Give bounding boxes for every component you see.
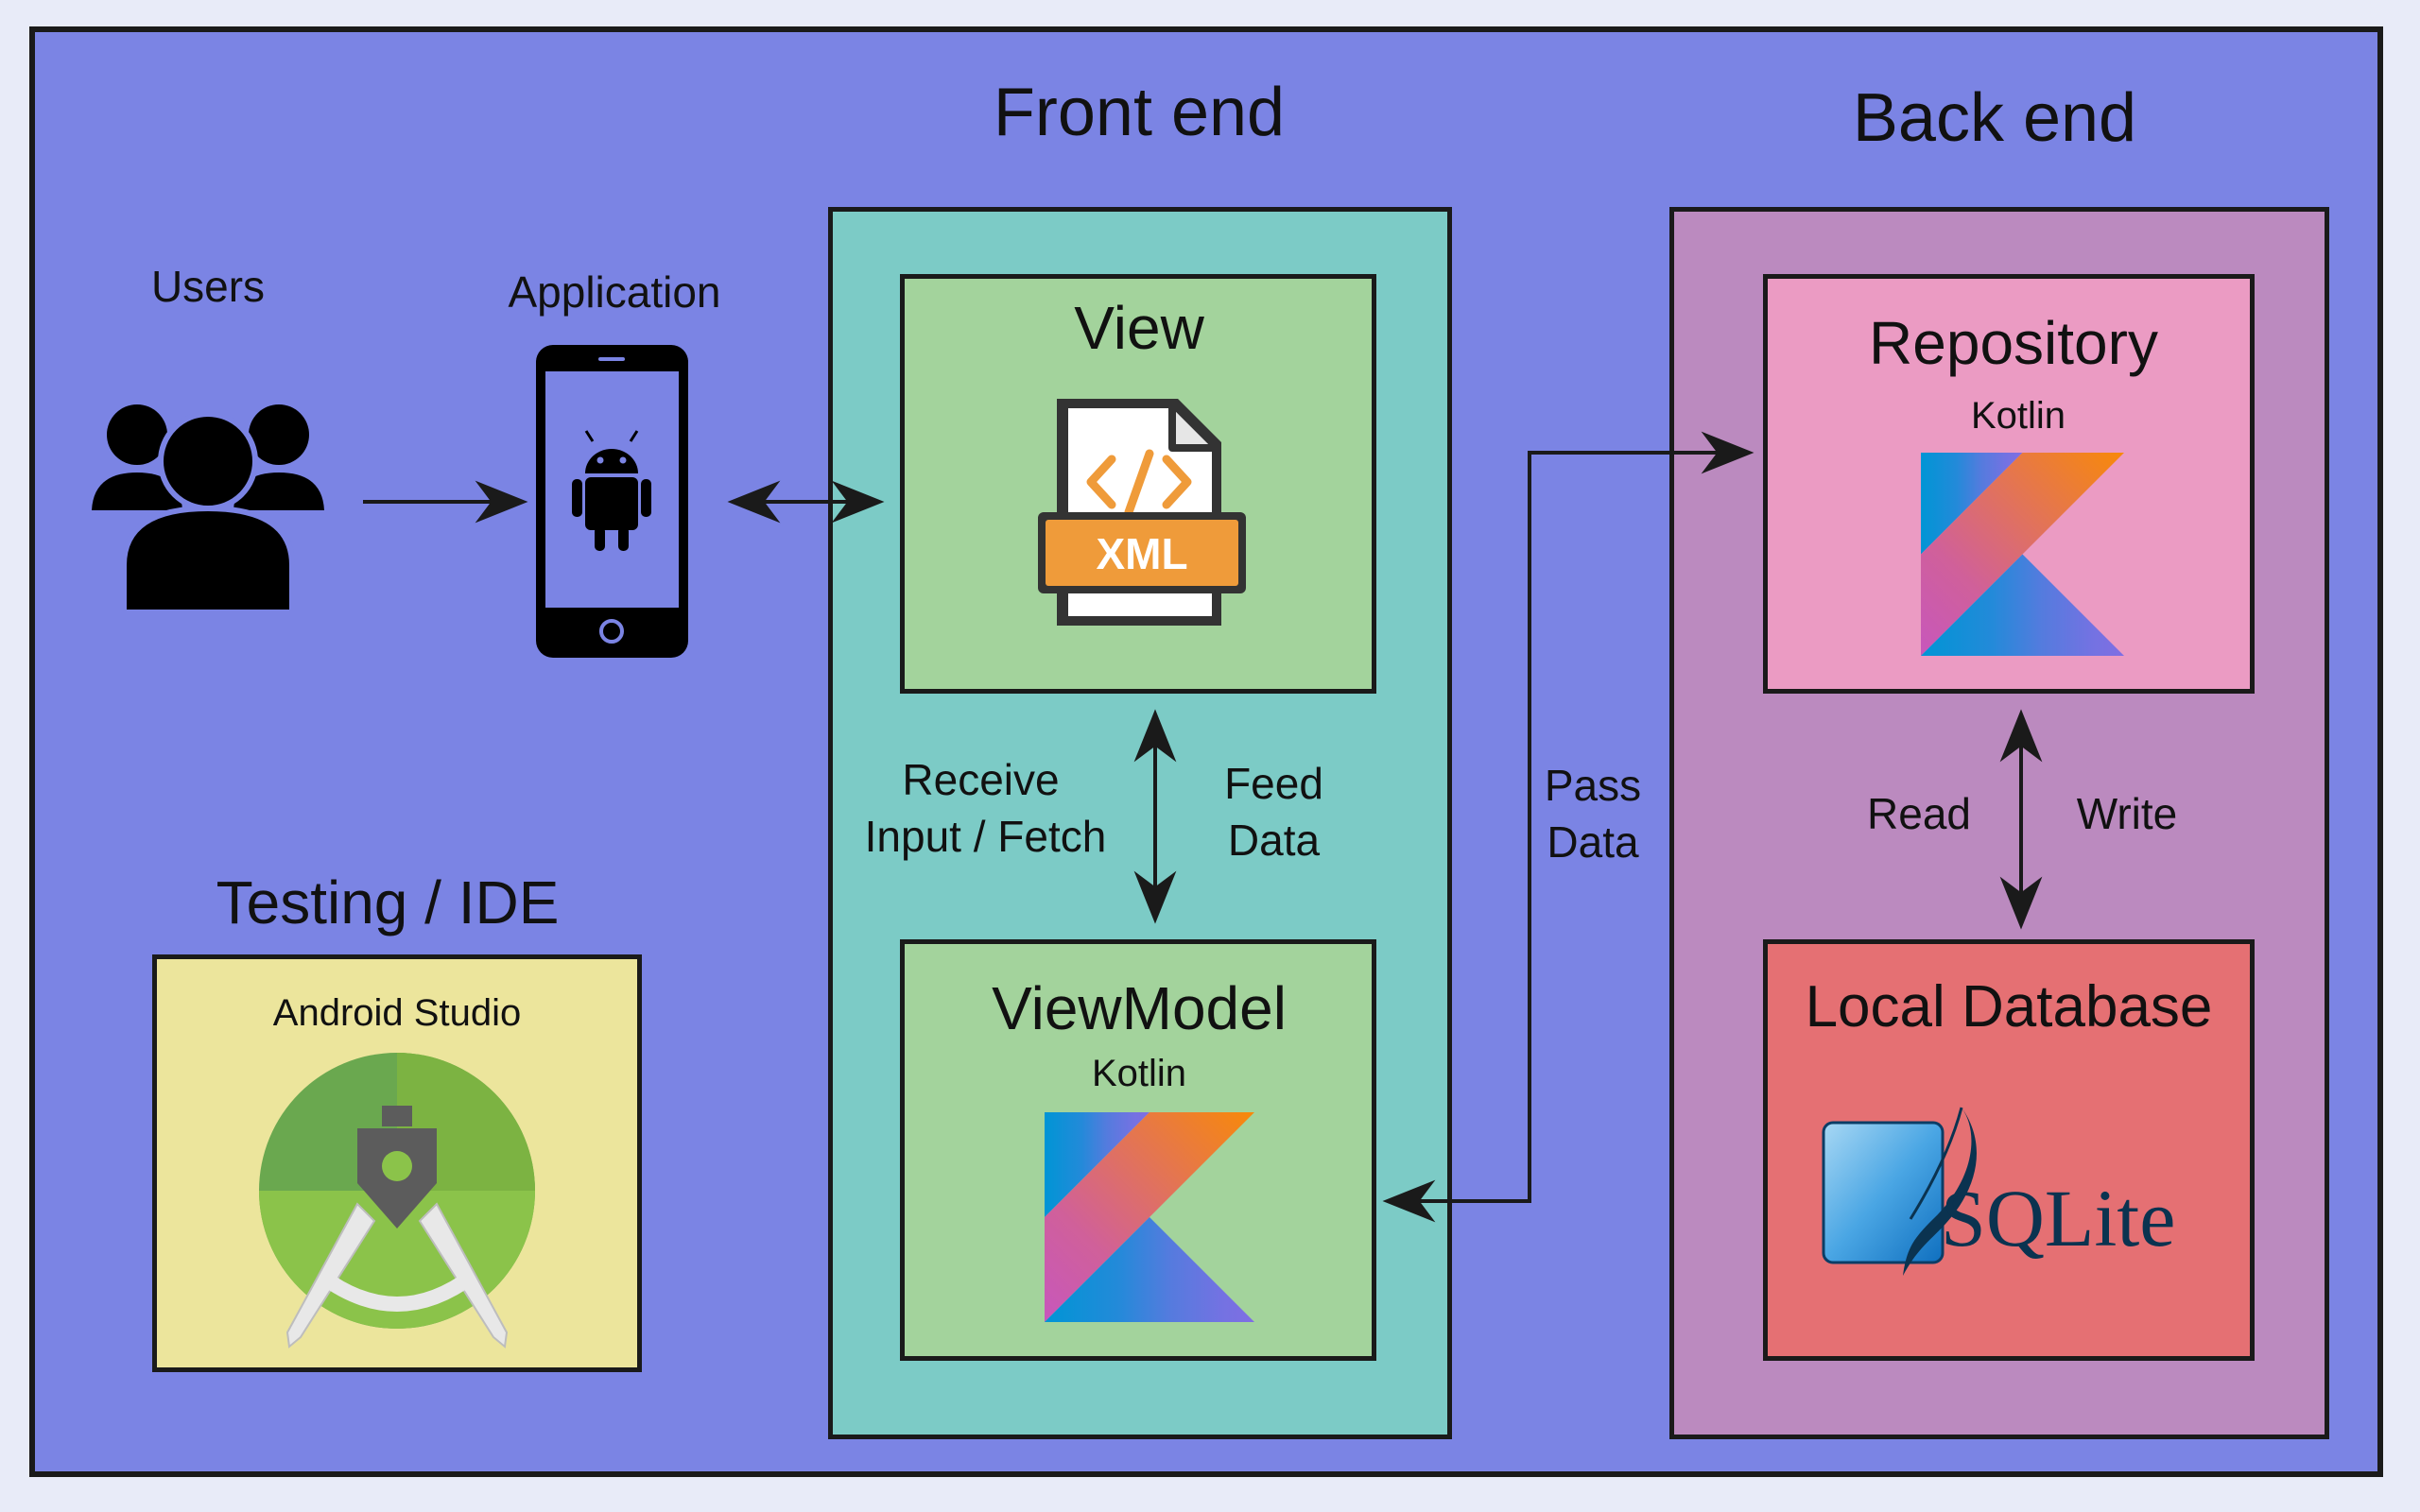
phone-icon — [536, 345, 688, 658]
receive-label-line2: Input / Fetch — [864, 812, 1107, 861]
users-label: Users — [150, 262, 266, 311]
android-studio-label: Android Studio — [272, 992, 522, 1034]
kotlin-logo-icon — [1921, 453, 2124, 656]
sqlite-logo-icon: SQLite — [1822, 1107, 2175, 1276]
kotlin-logo-icon — [1045, 1112, 1254, 1322]
repository-language: Kotlin — [1970, 395, 2066, 437]
viewmodel-title: ViewModel — [992, 974, 1287, 1042]
repository-title: Repository — [1869, 309, 2158, 377]
local-database-title: Local Database — [1805, 974, 2213, 1040]
pass-label-line1: Pass — [1544, 761, 1642, 810]
front-end-heading: Front end — [993, 75, 1286, 150]
receive-label-line1: Receive — [902, 755, 1060, 804]
read-label: Read — [1867, 789, 1971, 838]
xml-file-icon: XML — [1038, 399, 1246, 626]
feed-label-line1: Feed — [1224, 759, 1323, 808]
xml-badge-text: XML — [1096, 529, 1187, 578]
write-label: Write — [2076, 789, 2178, 838]
android-studio-icon — [259, 1053, 535, 1349]
sqlite-logo-text: SQLite — [1941, 1173, 2175, 1263]
feed-label-line2: Data — [1227, 816, 1321, 865]
users-icon — [92, 404, 324, 614]
pass-label-line2: Data — [1547, 817, 1639, 867]
back-end-heading: Back end — [1852, 80, 2137, 156]
viewmodel-language: Kotlin — [1091, 1053, 1187, 1094]
android-robot-icon — [572, 430, 651, 551]
application-label: Application — [508, 267, 721, 317]
view-title: View — [1074, 294, 1204, 362]
testing-ide-heading: Testing / IDE — [216, 868, 560, 936]
